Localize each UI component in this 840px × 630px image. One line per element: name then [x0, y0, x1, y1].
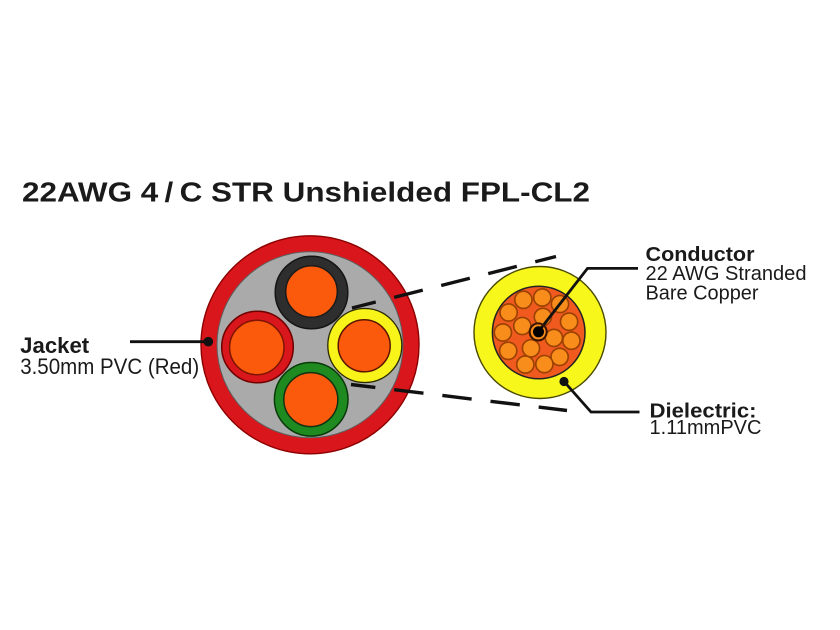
svg-text:Bare Copper: Bare Copper [646, 282, 759, 304]
svg-text:Jacket: Jacket [20, 333, 90, 358]
svg-text:22 AWG Stranded: 22 AWG Stranded [646, 263, 807, 285]
svg-text:1.11mmPVC: 1.11mmPVC [650, 417, 762, 439]
svg-text:3.50mm PVC (Red): 3.50mm PVC (Red) [20, 354, 199, 379]
svg-text:Dielectric:: Dielectric: [650, 400, 757, 422]
svg-text:Conductor: Conductor [646, 244, 755, 266]
svg-text:22AWG 4 / C STR Unshielded FPL: 22AWG 4 / C STR Unshielded FPL-CL2 [22, 176, 590, 207]
